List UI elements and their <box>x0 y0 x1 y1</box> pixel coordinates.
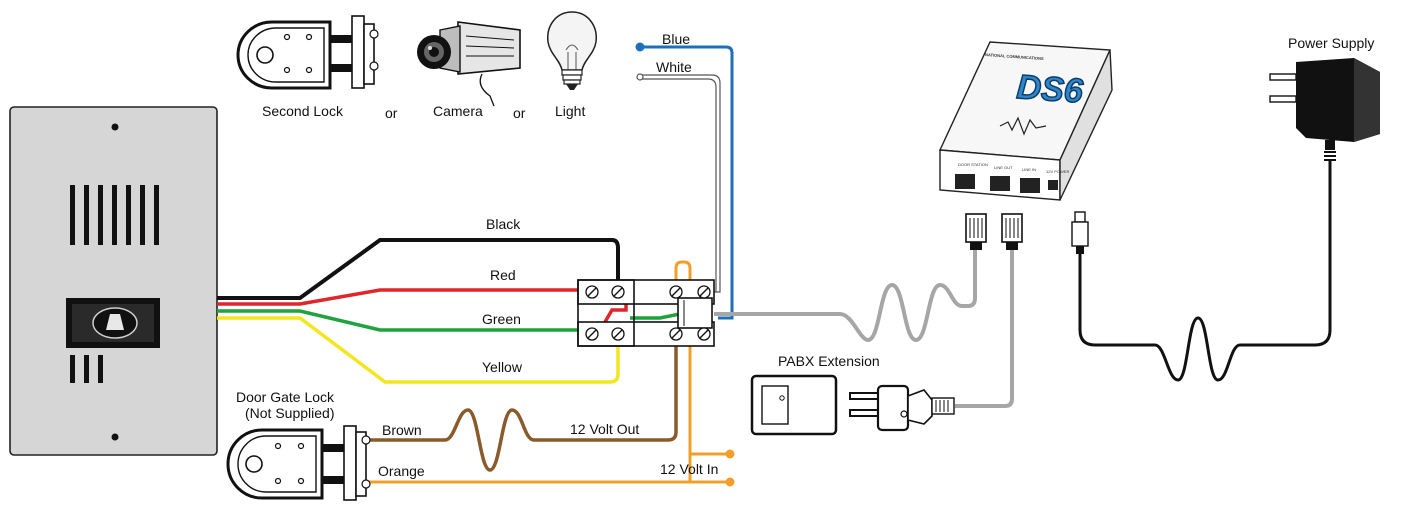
ds6-logo: DS6 <box>1015 68 1085 111</box>
pabx-phone-jack-icon <box>750 374 838 436</box>
terminal-block <box>577 279 715 347</box>
orange-wire <box>365 260 735 487</box>
call-button <box>66 298 160 348</box>
label-or-2: or <box>513 105 526 121</box>
camera-icon <box>417 21 521 107</box>
label-power-supply: Power Supply <box>1288 35 1374 51</box>
label-not-supplied: (Not Supplied) <box>245 405 335 421</box>
port-label-line-out: LINE OUT <box>994 165 1013 170</box>
label-camera: Camera <box>433 103 483 119</box>
port-label-line-in: LINE IN <box>1022 167 1036 172</box>
rj11-plug-line-in <box>1001 213 1023 250</box>
label-orange: Orange <box>378 463 425 479</box>
power-supply-icon <box>1269 58 1380 161</box>
label-white: White <box>656 59 692 75</box>
label-green: Green <box>482 311 521 327</box>
rj11-plug-line-out <box>965 213 987 250</box>
label-or-1: or <box>385 105 398 121</box>
speaker-grille <box>70 185 159 383</box>
second-lock-icon <box>236 15 379 90</box>
label-blue: Blue <box>662 31 690 47</box>
label-12-volt-out: 12 Volt Out <box>570 421 639 437</box>
label-black: Black <box>486 216 521 232</box>
label-red: Red <box>490 267 516 283</box>
label-pabx-extension: PABX Extension <box>778 353 880 369</box>
light-bulb-icon <box>547 11 597 90</box>
yellow-wire <box>217 316 620 384</box>
line-cable-to-ds6 <box>714 248 977 343</box>
label-brown: Brown <box>382 422 422 438</box>
port-label-door-station: DOOR STATION <box>958 162 988 167</box>
label-second-lock: Second Lock <box>262 103 344 119</box>
pabx-cable <box>955 248 1014 408</box>
door-station-panel <box>9 106 218 456</box>
dc-power-plug <box>1071 211 1089 254</box>
label-light: Light <box>555 103 585 119</box>
pabx-adapter-plug <box>849 384 955 432</box>
power-cable <box>1078 160 1332 382</box>
brown-wire <box>365 344 678 472</box>
white-wire <box>636 73 721 293</box>
blue-wire <box>635 42 734 320</box>
label-12-volt-in: 12 Volt In <box>660 461 718 477</box>
black-wire <box>217 238 620 300</box>
port-label-power: 12V POWER <box>1046 169 1069 174</box>
door-gate-lock-icon <box>226 425 371 501</box>
label-yellow: Yellow <box>482 359 523 375</box>
ds6-unit: NATIONAL COMMUNICATIONS DS6 DOOR STATION… <box>938 41 1113 201</box>
ds6-brand-label: NATIONAL COMMUNICATIONS <box>985 52 1044 61</box>
label-door-gate-lock: Door Gate Lock <box>236 389 335 405</box>
